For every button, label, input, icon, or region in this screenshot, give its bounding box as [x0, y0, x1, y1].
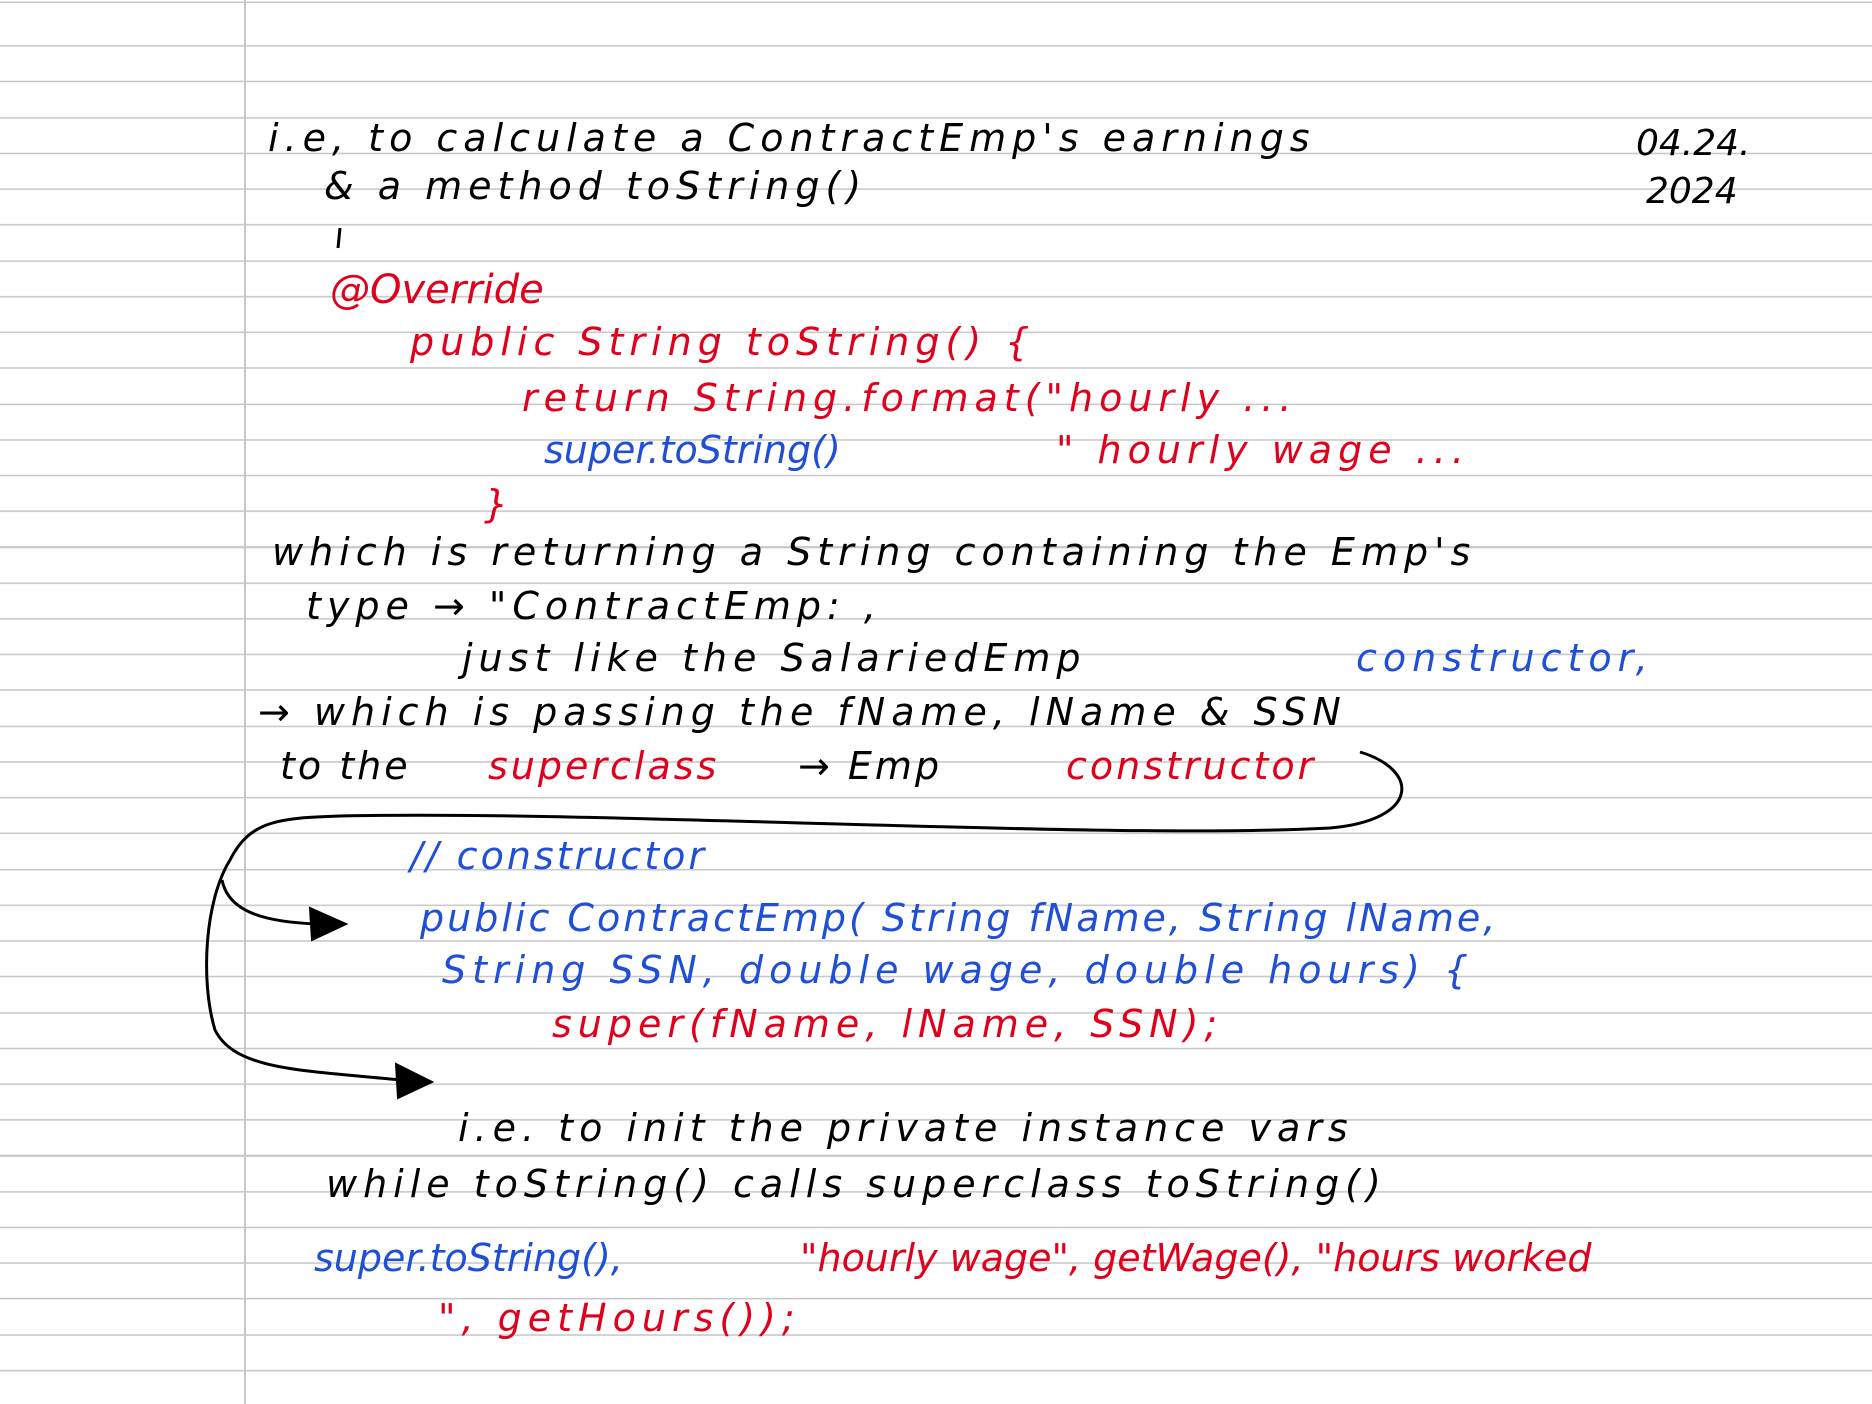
explain-line-4: → which is passing the fName, lName & SS…	[258, 690, 1347, 734]
tostring-signature: public String toString() {	[410, 320, 1036, 364]
super-tostring-call: super.toString()	[544, 428, 841, 472]
constructor-signature: public ContractEmp( String fName, String…	[420, 896, 1499, 940]
emp-arrow: → Emp	[798, 744, 943, 788]
wage-hours-args: "hourly wage", getWage(), "hours worked	[800, 1236, 1592, 1280]
explain-line-1: which is returning a String containing t…	[272, 530, 1477, 574]
closing-brace: }	[484, 482, 509, 526]
gethours-line: ", getHours());	[438, 1296, 801, 1340]
override-annotation: @Override	[330, 267, 544, 313]
hourly-wage-string: " hourly wage ...	[1056, 428, 1470, 472]
tostring-explain-line: while toString() calls superclass toStri…	[326, 1162, 1387, 1206]
date-line-1: 04.24.	[1636, 123, 1751, 164]
explain-line-3: just like the SalariedEmp	[462, 636, 1087, 680]
constructor-word-blue: constructor,	[1356, 636, 1654, 680]
super-call: super(fName, lName, SSN);	[552, 1002, 1224, 1046]
note-line-1: i.e, to calculate a ContractEmp's earnin…	[268, 116, 1316, 160]
constructor-params: String SSN, double wage, double hours) {	[442, 948, 1475, 992]
note-line-2: & a method toString()	[324, 164, 868, 208]
date-line-2: 2024	[1646, 171, 1738, 212]
superclass-word: superclass	[488, 744, 720, 788]
constructor-comment: // constructor	[410, 834, 707, 878]
margin-line	[244, 0, 246, 1404]
explain-line-2: type → "ContractEmp: ,	[306, 584, 882, 628]
super-tostring-final: super.toString(),	[314, 1236, 623, 1280]
init-explain-line: i.e. to init the private instance vars	[458, 1106, 1354, 1150]
explain-line-5a: to the	[280, 744, 411, 788]
return-format-line: return String.format("hourly ...	[522, 376, 1298, 420]
constructor-word-red: constructor	[1066, 744, 1317, 788]
